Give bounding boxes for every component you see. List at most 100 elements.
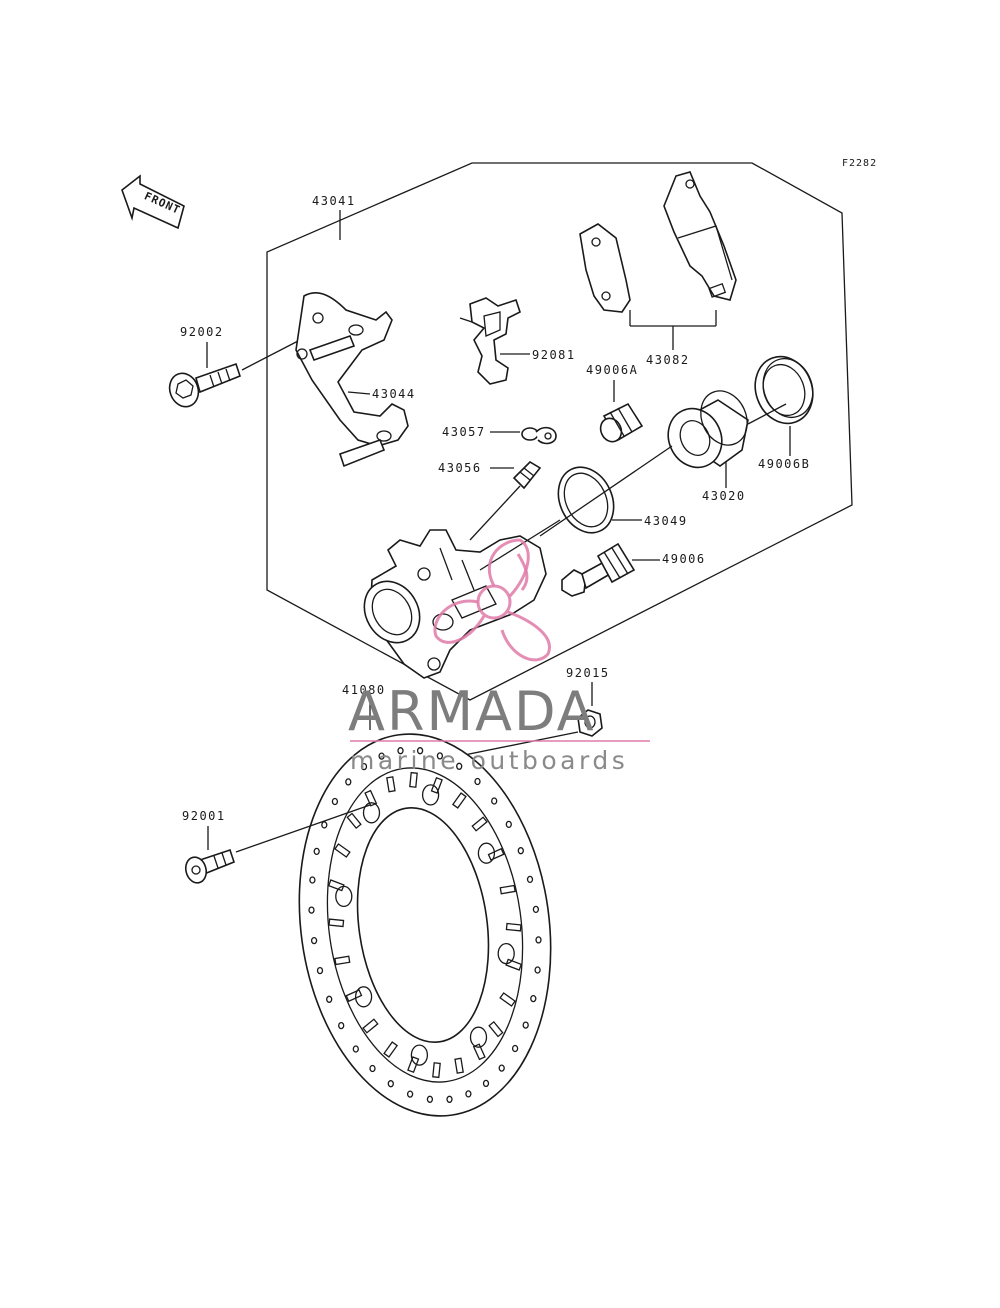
disc-mount-hole <box>421 784 440 806</box>
disc-mount-hole <box>477 842 496 864</box>
disc-hole <box>517 847 524 855</box>
disc-mount-hole <box>354 986 373 1008</box>
disc-mount-hole <box>497 942 515 965</box>
figure-code: F2282 <box>842 158 877 169</box>
disc-slot <box>409 771 418 788</box>
label-92001: 92001 <box>182 809 226 823</box>
disc-hole <box>511 1044 519 1053</box>
disc-hole <box>321 821 328 829</box>
label-49006: 49006 <box>662 552 706 566</box>
disc-slot <box>364 789 378 807</box>
dust-boot-49006A-icon <box>599 402 644 443</box>
label-49006A: 49006A <box>586 363 638 377</box>
disc-hole <box>397 747 404 755</box>
disc-slot <box>505 922 522 932</box>
disc-hole <box>338 1021 345 1030</box>
disc-hole <box>505 820 512 829</box>
disc-slot <box>334 843 351 858</box>
brake-disc-41080-icon <box>298 733 552 1117</box>
disc-slot <box>505 958 523 971</box>
watermark-tagline: marine outboards <box>350 746 628 775</box>
disc-slot <box>346 812 362 830</box>
disc-hole <box>456 762 463 770</box>
disc-hole <box>308 906 315 914</box>
leader-43044 <box>347 391 371 395</box>
leader-oring-to-caliper <box>479 519 561 571</box>
o-ring-43049-icon <box>557 466 615 534</box>
pad-spring-92081-icon <box>459 297 521 385</box>
disc-hole <box>474 777 481 786</box>
disc-slot <box>471 816 488 832</box>
leader-seal-to-piston <box>747 403 787 425</box>
disc-slot <box>327 879 345 892</box>
label-43056: 43056 <box>438 461 482 475</box>
disc-slot <box>432 1062 441 1079</box>
disc-mount-hole <box>410 1044 429 1066</box>
disc-hole <box>387 1080 394 1088</box>
disc-hole <box>535 936 542 944</box>
disc-slot <box>451 792 467 809</box>
watermark-brand: ARMADA <box>348 680 596 743</box>
caliper-assembly-outline <box>266 162 853 701</box>
disc-slot <box>362 1018 379 1034</box>
disc-slot <box>383 1041 399 1058</box>
disc-hole <box>436 752 444 760</box>
disc-slot <box>488 1020 504 1038</box>
label-43049: 43049 <box>644 514 688 528</box>
disc-slot <box>454 1057 464 1074</box>
disc-hole <box>530 994 537 1003</box>
disc-hole <box>416 747 424 755</box>
leader-92001-pointer <box>235 804 371 853</box>
disc-hole <box>313 847 320 856</box>
disc-mount-hole <box>362 802 381 824</box>
disc-slot <box>328 918 345 928</box>
label-43044: 43044 <box>372 387 416 401</box>
disc-mount-hole <box>335 885 353 908</box>
disc-hole <box>482 1079 490 1088</box>
label-43082: 43082 <box>646 353 690 367</box>
seal-49006B-icon <box>754 355 814 425</box>
disc-hole <box>526 875 534 884</box>
disc-slot <box>499 884 516 895</box>
disc-hole <box>326 995 333 1003</box>
bolt-92002-icon <box>168 362 241 408</box>
disc-hole <box>309 876 316 884</box>
disc-slot <box>499 992 516 1007</box>
disc-mount-hole <box>469 1026 488 1048</box>
disc-hole <box>369 1064 376 1073</box>
disc-hole <box>426 1095 434 1103</box>
disc-slot <box>334 955 351 966</box>
label-92081: 92081 <box>532 348 576 362</box>
disc-slot <box>430 776 443 794</box>
front-arrow-icon: FRONT <box>121 174 185 230</box>
disc-hole <box>378 752 385 760</box>
leader-92002-pointer <box>241 339 301 371</box>
armada-watermark: ARMADA marine outboards <box>348 538 650 775</box>
disc-hole <box>498 1064 505 1072</box>
label-41080: 41080 <box>342 683 386 697</box>
disc-hole <box>406 1090 414 1098</box>
caliper-body-icon <box>363 529 547 679</box>
label-43041: 43041 <box>312 194 356 208</box>
disc-hole <box>491 797 498 805</box>
propeller-logo-icon <box>433 538 551 662</box>
nut-92015-icon <box>577 709 603 737</box>
leader-piston-to-caliper <box>539 445 673 537</box>
bolt-92001-icon <box>184 848 235 884</box>
caliper-bracket-43044-icon <box>295 292 409 468</box>
disc-hole <box>522 1021 529 1029</box>
label-43057: 43057 <box>442 425 486 439</box>
disc-hole <box>360 762 368 771</box>
disc-hole <box>532 905 540 914</box>
disc-hole <box>345 778 352 786</box>
label-92015: 92015 <box>566 666 610 680</box>
disc-slot <box>386 776 396 793</box>
brake-pads-43082-icon <box>579 171 737 313</box>
disc-hole <box>331 797 339 806</box>
bleeder-cap-43057-icon <box>521 426 557 445</box>
label-49006B: 49006B <box>758 457 810 471</box>
disc-hole <box>446 1095 453 1103</box>
disc-slot <box>472 1043 486 1061</box>
piston-43020-icon <box>667 390 749 469</box>
disc-hole <box>465 1090 472 1098</box>
